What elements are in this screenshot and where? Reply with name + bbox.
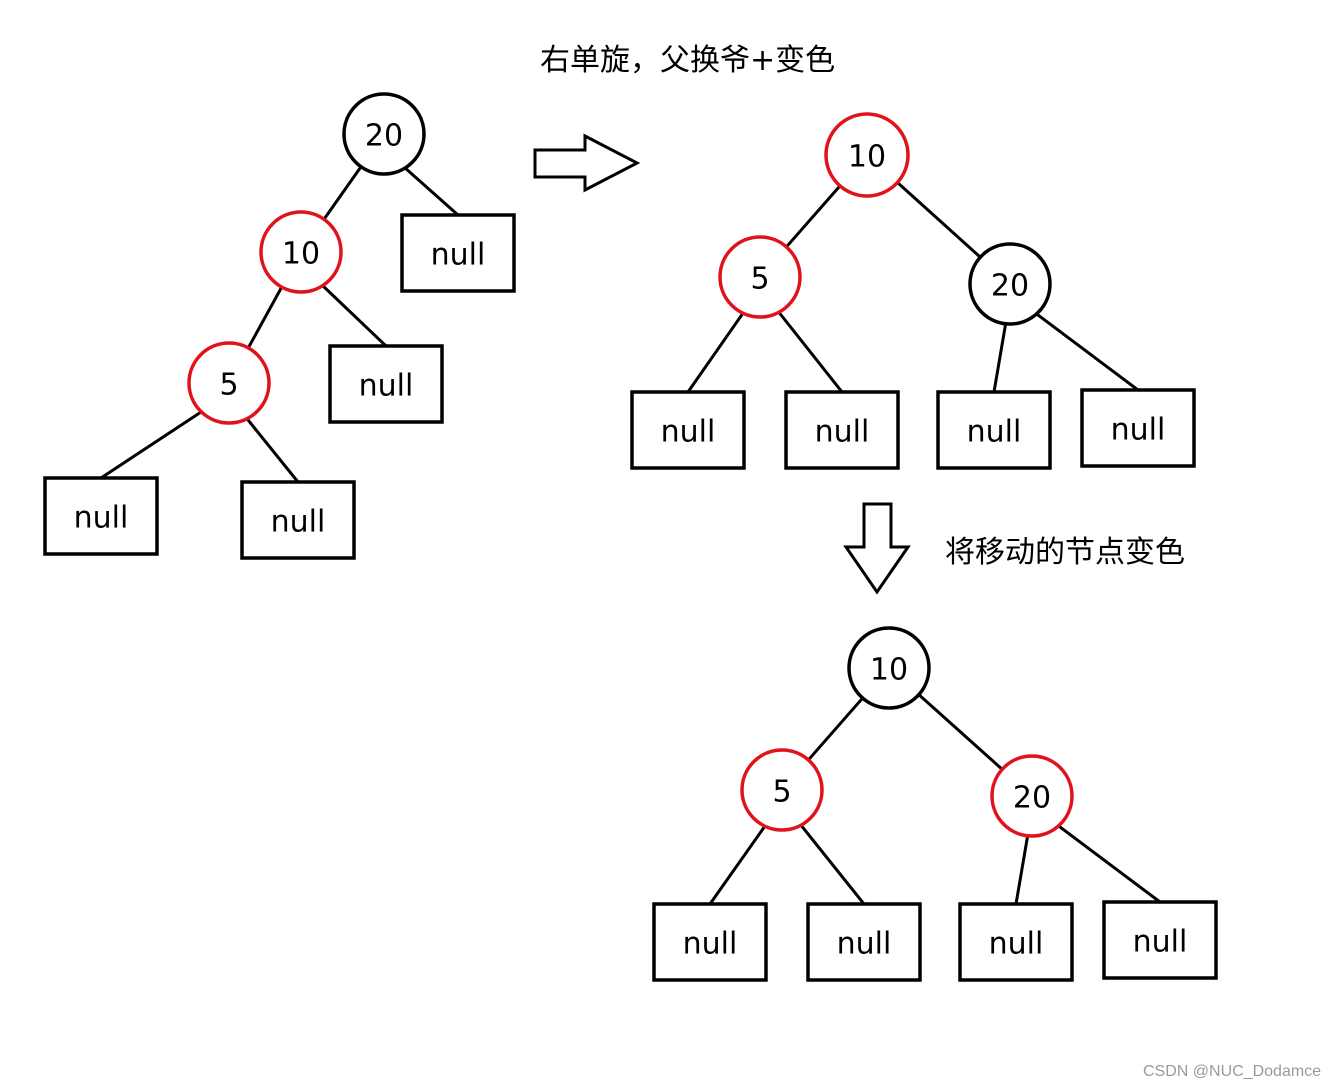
tree-node-10-black: 10 [847,626,931,710]
null-leaf-label: null [271,505,326,540]
tree-node-value: 10 [282,237,320,272]
edge-r10-r20 [917,693,1004,771]
tree-node-5-red: 5 [187,341,271,425]
tree-node-circle [847,626,931,710]
null-leaf-box [958,902,1074,982]
right-arrow-icon [533,133,641,193]
edge-n20-a1 [403,166,460,217]
null-leaf: null [240,480,356,560]
tree-node-value: 20 [1013,781,1051,816]
tree-node-value: 10 [870,653,908,688]
null-leaf-box [400,213,516,293]
tree-node-circle [740,748,824,832]
tree-node-10-red: 10 [824,112,910,198]
edge-m10-m5 [784,184,842,249]
null-leaf: null [652,902,768,982]
null-leaf-box [652,902,768,982]
edge-m5-b2 [777,310,844,394]
null-leaf-box [1102,900,1218,980]
edge-n5-a4 [245,417,300,484]
tree-node-circle [259,210,343,294]
null-leaf-box [936,390,1052,470]
watermark: CSDN @NUC_Dodamce [1143,1063,1322,1080]
tree-node-circle [342,92,426,176]
edge-n20-n10 [322,165,363,221]
tree-node-20-black: 20 [968,242,1052,326]
tree-node-20-black: 20 [342,92,426,176]
edge-r20-c3 [1014,834,1030,906]
null-leaf-label: null [683,927,738,962]
tree-node-value: 20 [991,269,1029,304]
null-leaf: null [936,390,1052,470]
null-leaf: null [1102,900,1218,980]
null-leaf: null [1080,388,1196,468]
null-leaf-box [328,344,444,424]
tree-node-5-red: 5 [740,748,824,832]
tree-node-value: 5 [750,262,769,297]
tree-node-20-red: 20 [990,754,1074,838]
null-leaf-label: null [74,501,129,536]
edge-m20-b4 [1035,312,1140,392]
null-leaf: null [784,390,900,470]
tree-node-circle [990,754,1074,838]
null-leaf: null [806,902,922,982]
edge-n10-a2 [321,284,388,348]
edge-n10-n5 [246,285,284,350]
null-leaf-label: null [815,415,870,450]
null-leaf-box [630,390,746,470]
edge-n5-a3 [99,410,203,480]
null-leaf: null [328,344,444,424]
null-leaf-label: null [837,927,892,962]
tree-node-5-red: 5 [718,235,802,319]
rotation-caption: 右单旋，父换爷+变色 [540,43,836,78]
tree-node-circle [187,341,271,425]
tree-node-circle [824,112,910,198]
tree-node-circle [718,235,802,319]
null-leaf-box [43,476,159,556]
null-leaf-label: null [967,415,1022,450]
edge-m20-b3 [992,322,1008,394]
edge-r5-c2 [799,823,866,906]
null-leaf: null [958,902,1074,982]
null-leaf-label: null [1133,925,1188,960]
tree-node-circle [968,242,1052,326]
edges-layer [99,165,1162,906]
null-leaf-label: null [1111,413,1166,448]
tree-node-value: 10 [848,140,886,175]
null-leaf: null [630,390,746,470]
null-leaf-label: null [989,927,1044,962]
edge-r10-r5 [806,696,865,762]
null-leaf-box [1080,388,1196,468]
nodes-layer: 20 10 5 null null null null 10 5 20 null null null nu… [43,92,1218,982]
null-leaf-box [806,902,922,982]
tree-node-value: 20 [365,119,403,154]
tree-node-value: 5 [219,368,238,403]
null-leaf-label: null [431,238,486,273]
edge-r5-c1 [708,824,767,906]
edge-r20-c4 [1057,824,1162,904]
null-leaf: null [43,476,159,556]
null-leaf-label: null [661,415,716,450]
recolor-caption: 将移动的节点变色 [945,535,1185,570]
null-leaf: null [400,213,516,293]
null-leaf-box [240,480,356,560]
tree-node-value: 5 [772,775,791,810]
edge-m5-b1 [686,311,745,394]
down-arrow-icon [843,502,911,595]
edge-m10-m20 [895,180,982,259]
tree-node-10-red: 10 [259,210,343,294]
null-leaf-box [784,390,900,470]
null-leaf-label: null [359,369,414,404]
